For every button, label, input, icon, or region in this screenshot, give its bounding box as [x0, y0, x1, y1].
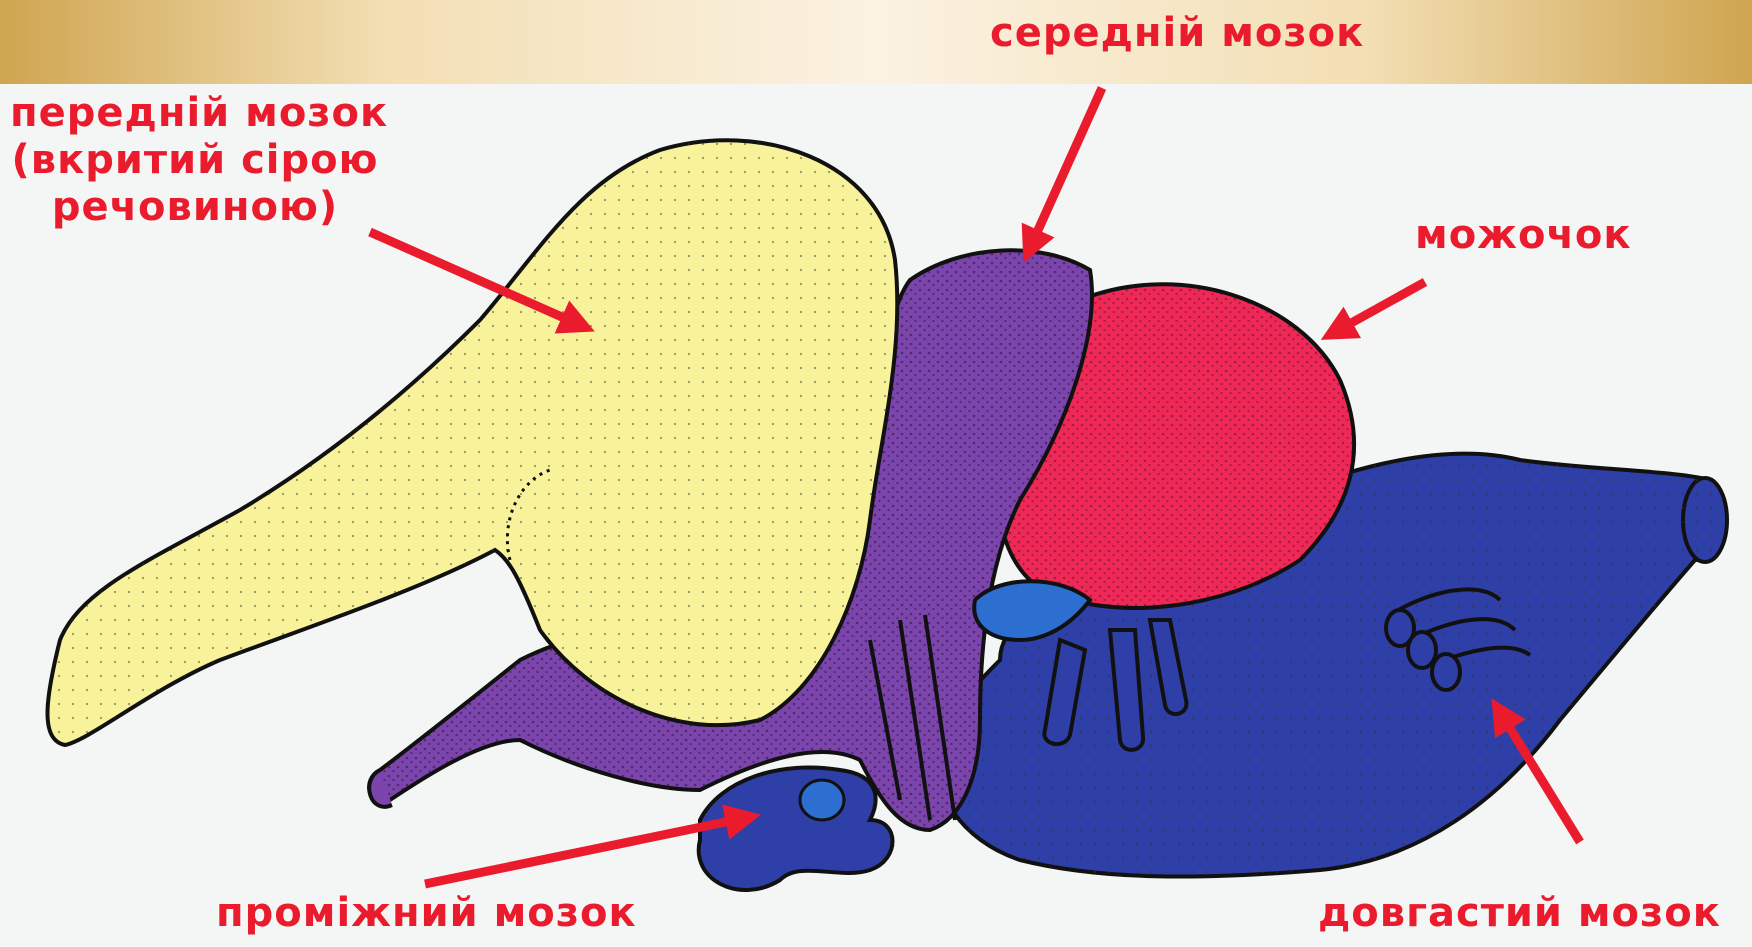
label-cerebellum: можочок	[1415, 212, 1632, 259]
arrow-cerebellum	[1335, 282, 1425, 332]
label-medulla: довгастий мозок	[1318, 890, 1721, 937]
label-forebrain-line3: речовиною)	[10, 184, 380, 231]
label-forebrain-line2: (вкритий сірою	[10, 137, 380, 184]
label-midbrain: середній мозок	[990, 10, 1364, 57]
label-forebrain: передній мозок (вкритий сірою речовиною)	[10, 90, 380, 231]
diencephalon-shape	[699, 767, 893, 890]
label-forebrain-line1: передній мозок	[10, 90, 380, 137]
label-diencephalon: проміжний мозок	[216, 890, 637, 937]
arrow-midbrain	[1030, 88, 1102, 248]
